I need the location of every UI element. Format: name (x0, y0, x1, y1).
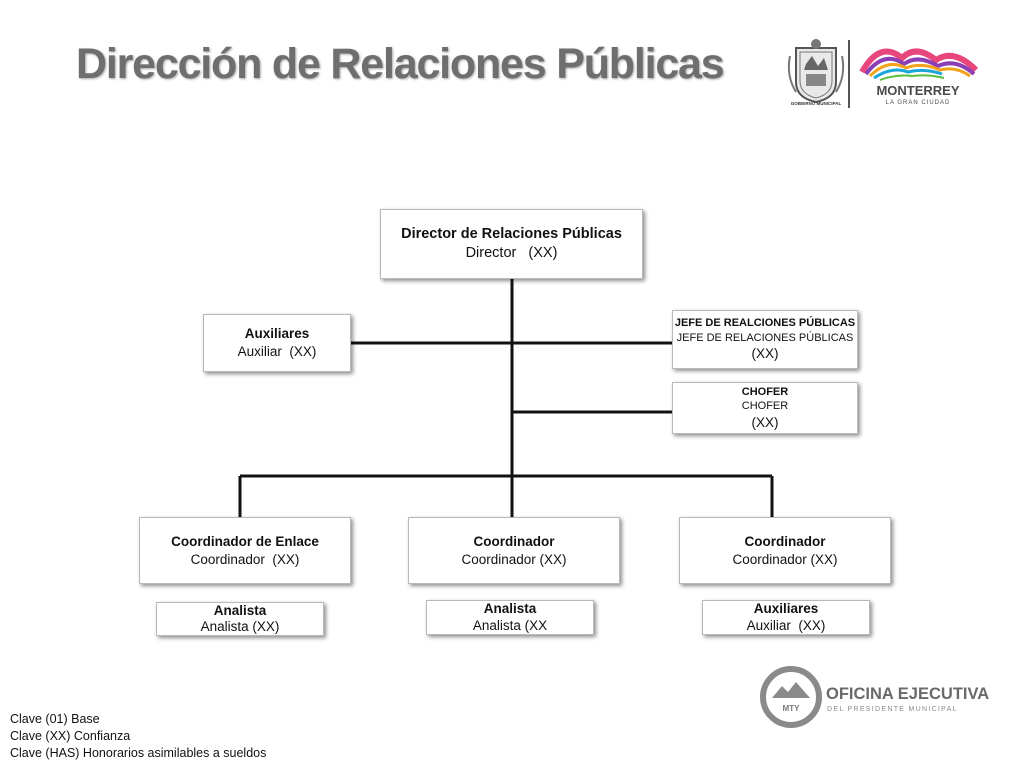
coord-enlace-position: Coordinador (XX) (190, 551, 300, 567)
coord-2-position: Coordinador (XX) (461, 551, 567, 567)
city-tagline: LA GRAN CIUDAD (886, 100, 951, 106)
auxiliares-3-box: Auxiliares Auxiliar (XX) (702, 600, 870, 635)
auxiliares-staff-position: Auxiliar (XX) (237, 344, 317, 359)
page-title: Dirección de Relaciones Públicas (76, 40, 725, 88)
office-subtitle: DEL PRESIDENTE MUNICIPAL (827, 706, 958, 713)
coord-2-title: Coordinador (473, 533, 555, 549)
legend: Clave (01) Base Clave (XX) Confianza Cla… (10, 711, 266, 762)
chofer-box: CHOFER CHOFER (XX) (672, 382, 858, 434)
office-badge: MTY (783, 704, 801, 713)
coord-3-title: Coordinador (744, 533, 826, 549)
auxiliares-staff-title: Auxiliares (244, 326, 310, 342)
jefe-box: JEFE DE REALCIONES PÚBLICAS JEFE DE RELA… (672, 310, 858, 369)
jefe-clave: (XX) (751, 346, 779, 362)
chofer-clave: (XX) (751, 414, 779, 430)
director-title: Director de Relaciones Públicas (401, 226, 622, 243)
analista-2-title: Analista (483, 601, 537, 617)
auxiliares-staff-box: Auxiliares Auxiliar (XX) (203, 314, 351, 372)
analista-2-position: Analista (XX (472, 617, 548, 633)
legend-item-confianza: Clave (XX) Confianza (10, 729, 131, 743)
legend-item-base: Clave (01) Base (10, 712, 100, 726)
chofer-position: CHOFER (741, 400, 789, 413)
jefe-title: JEFE DE REALCIONES PÚBLICAS (674, 317, 856, 330)
chofer-title: CHOFER (741, 385, 789, 398)
coord-3-position: Coordinador (XX) (732, 551, 838, 567)
coord-enlace-box: Coordinador de Enlace Coordinador (XX) (139, 517, 351, 584)
auxiliares-3-position: Auxiliar (XX) (746, 617, 826, 633)
legend-item-honorarios: Clave (HAS) Honorarios asimilables a sue… (10, 746, 267, 760)
monterrey-logo: GOBIERNO MUNICIPAL MONTERREY LA GRAN CIU… (787, 39, 979, 108)
coord-2-box: Coordinador Coordinador (XX) (408, 517, 620, 584)
oficina-ejecutiva-logo: MTY OFICINA EJECUTIVA DEL PRESIDENTE MUN… (760, 666, 989, 728)
auxiliares-3-title: Auxiliares (753, 601, 819, 617)
analista-1-position: Analista (XX) (200, 619, 280, 634)
monterrey-wave-icon (859, 48, 979, 81)
director-box: Director de Relaciones Públicas Director… (380, 209, 643, 279)
analista-1-title: Analista (213, 602, 267, 618)
analista-2-box: Analista Analista (XX (426, 600, 594, 635)
office-name: OFICINA EJECUTIVA (826, 685, 989, 703)
city-name: MONTERREY (876, 83, 959, 98)
coord-3-box: Coordinador Coordinador (XX) (679, 517, 891, 584)
coord-enlace-title: Coordinador de Enlace (171, 533, 319, 549)
municipal-caption: GOBIERNO MUNICIPAL (791, 101, 842, 106)
director-position: Director (XX) (465, 245, 558, 261)
analista-1-box: Analista Analista (XX) (156, 602, 324, 636)
jefe-position: JEFE DE RELACIONES PÚBLICAS (676, 331, 854, 344)
municipal-crest-icon (787, 39, 845, 104)
mty-badge-icon (760, 666, 822, 728)
